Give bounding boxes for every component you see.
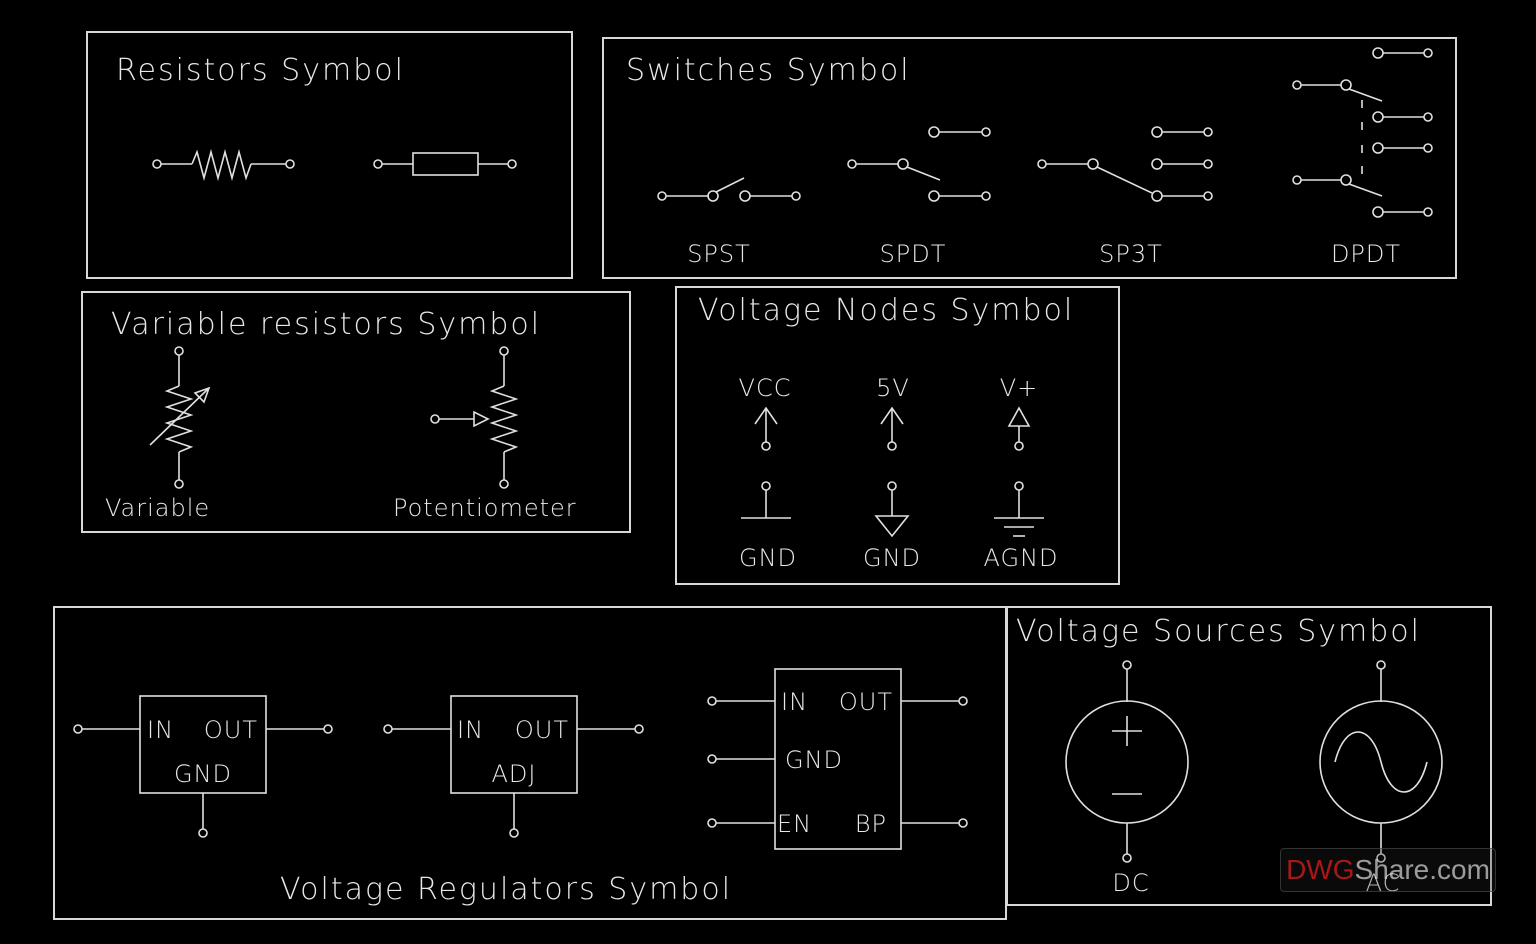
reg2-in-label: IN — [457, 716, 484, 744]
reg3-in-label: IN — [781, 688, 808, 716]
ac-source-symbol — [1319, 660, 1443, 863]
regulator-2-symbol — [383, 695, 644, 838]
regulator-1-symbol — [73, 695, 333, 838]
panel-title: Voltage Nodes Symbol — [698, 293, 1074, 328]
agnd-symbol — [994, 481, 1044, 537]
ac-label: AC — [1366, 869, 1401, 897]
vplus-label: V+ — [1000, 374, 1039, 402]
dpdt-switch-symbol — [1292, 47, 1433, 218]
gnd-triangle-symbol — [874, 481, 910, 538]
panel-title: Variable resistors Symbol — [111, 307, 541, 342]
reg1-gnd-label: GND — [174, 760, 232, 788]
reg3-out-label: OUT — [839, 688, 893, 716]
resistor-zigzag-symbol — [152, 148, 295, 182]
panel-voltage-sources: Voltage Sources Symbol DC AC — [1006, 606, 1492, 906]
variable-resistor-symbol — [149, 346, 211, 489]
panel-voltage-regulators: IN OUT GND IN OUT ADJ IN — [53, 606, 1007, 920]
reg1-in-label: IN — [147, 716, 174, 744]
spdt-switch-symbol — [847, 126, 991, 202]
regulator-3-symbol — [707, 668, 968, 850]
watermark-logo: DWGShare.com — [1280, 848, 1496, 892]
panel-variable-resistors: Variable resistors Symbol Variable Poten… — [81, 291, 631, 533]
sp3t-switch-symbol — [1037, 126, 1213, 202]
potentiometer-symbol — [430, 346, 519, 489]
panel-border — [1006, 606, 1492, 906]
panel-switches: Switches Symbol SPST SPDT — [602, 37, 1457, 279]
vplus-node-symbol — [1007, 406, 1031, 451]
panel-voltage-nodes: Voltage Nodes Symbol VCC 5V V+ GND — [675, 286, 1120, 585]
panel-border — [81, 291, 631, 533]
5v-node-symbol — [880, 406, 904, 451]
dc-source-symbol — [1065, 660, 1189, 863]
panel-border — [602, 37, 1457, 279]
vcc-label: VCC — [739, 374, 792, 402]
variable-label: Variable — [105, 494, 210, 522]
watermark-rest: Share.com — [1354, 854, 1490, 885]
spst-label: SPST — [687, 240, 751, 268]
reg3-bp-label: BP — [855, 810, 887, 838]
panel-resistors: Resistors Symbol — [86, 31, 573, 279]
potentiometer-label: Potentiometer — [393, 494, 577, 522]
reg3-gnd-label: GND — [785, 746, 843, 774]
sp3t-label: SP3T — [1099, 240, 1163, 268]
watermark-prefix: DWG — [1286, 854, 1355, 885]
reg3-en-label: EN — [777, 810, 812, 838]
gnd-label-2: GND — [863, 544, 921, 572]
reg2-adj-label: ADJ — [492, 760, 537, 788]
vcc-node-symbol — [754, 406, 778, 451]
panel-title: Switches Symbol — [626, 53, 911, 88]
dc-label: DC — [1112, 869, 1149, 897]
panel-border — [675, 286, 1120, 585]
panel-border — [86, 31, 573, 279]
dpdt-label: DPDT — [1331, 240, 1401, 268]
5v-label: 5V — [876, 374, 910, 402]
agnd-label: AGND — [983, 544, 1058, 572]
spdt-label: SPDT — [880, 240, 947, 268]
resistor-box-symbol — [373, 152, 517, 176]
reg1-out-label: OUT — [204, 716, 258, 744]
gnd-label-1: GND — [739, 544, 797, 572]
reg2-out-label: OUT — [515, 716, 569, 744]
gnd-flat-symbol — [741, 481, 791, 519]
panel-title: Voltage Regulators Symbol — [280, 872, 732, 907]
panel-title: Resistors Symbol — [116, 53, 405, 88]
spst-switch-symbol — [657, 177, 801, 202]
panel-title: Voltage Sources Symbol — [1016, 614, 1421, 649]
